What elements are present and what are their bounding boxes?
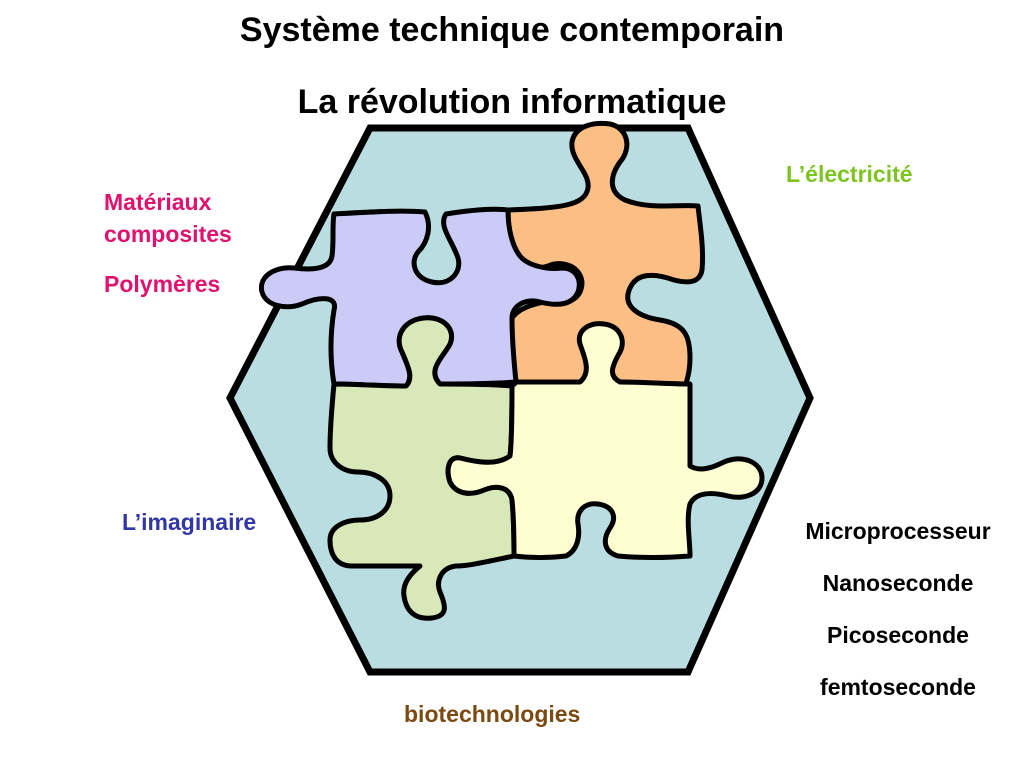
tech-item-microprocesseur: Microprocesseur <box>805 518 991 544</box>
label-polymeres: Polymères <box>104 271 221 297</box>
diagram-subtitle: La révolution informatique <box>297 83 727 121</box>
label-materiaux-line1: Matériaux <box>104 189 212 215</box>
tech-item-femtoseconde: femtoseconde <box>820 674 976 700</box>
label-materiaux-composites: Matériaux composites <box>104 186 232 250</box>
diagram-title: Système technique contemporain <box>239 11 785 49</box>
puzzle-piece-bottom-right <box>445 321 765 560</box>
tech-item-nanoseconde: Nanoseconde <box>822 570 974 596</box>
label-imaginaire: L’imaginaire <box>122 509 257 535</box>
tech-list: Microprocesseur Nanoseconde Picoseconde … <box>778 505 1018 713</box>
label-electricite: L’électricité <box>786 161 913 187</box>
tech-item-picoseconde: Picoseconde <box>827 622 969 648</box>
label-biotechnologies: biotechnologies <box>404 701 581 727</box>
label-materiaux-line2: composites <box>104 221 232 247</box>
